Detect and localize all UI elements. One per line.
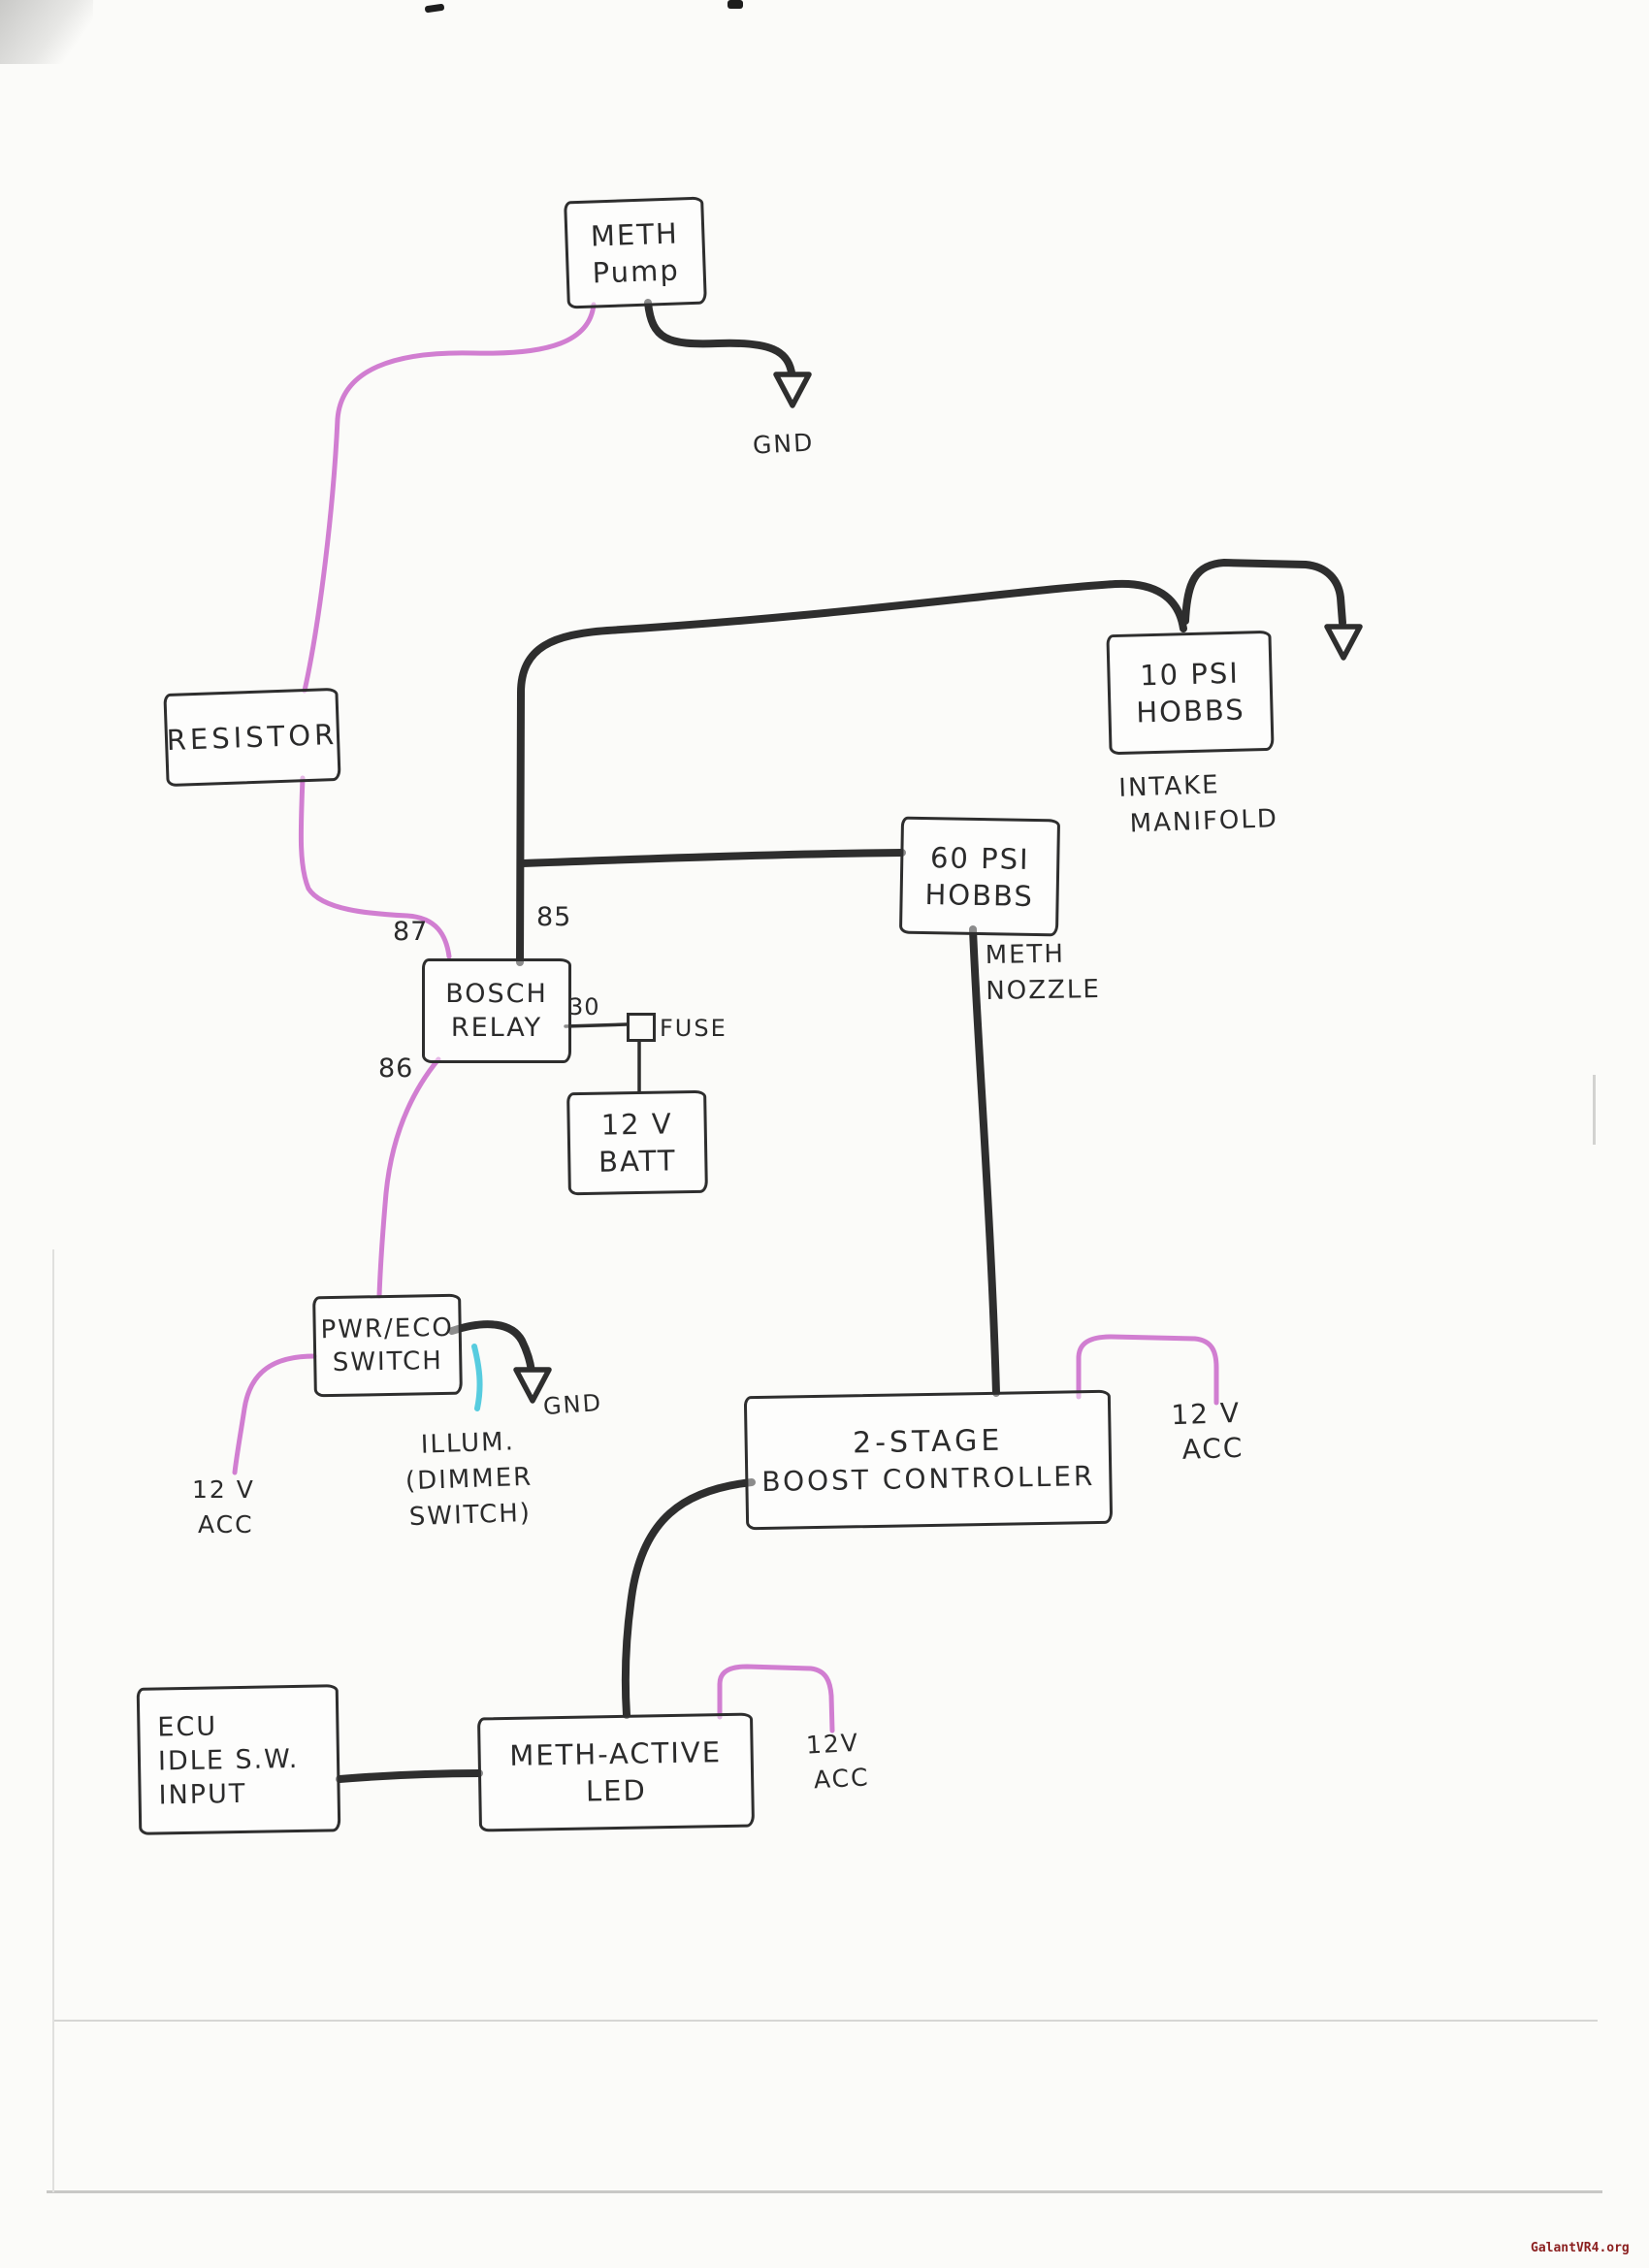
acc-left-line-2: ACC — [198, 1510, 254, 1539]
relay85-to-hobbs10-wire — [516, 579, 1187, 966]
acc-right-line-2: ACC — [1181, 1431, 1245, 1466]
relay-pin-87: 87 — [393, 917, 429, 947]
hobbs-60psi-label-2: HOBBS — [924, 877, 1035, 913]
meth-nozzle-caption-1: METH — [985, 939, 1066, 971]
hobbs-10psi-label-2: HOBBS — [1135, 693, 1246, 729]
gnd-label-switch: GND — [542, 1388, 603, 1421]
paper-edge-line — [47, 2190, 1602, 2193]
paper-edge-line — [53, 2020, 1598, 2022]
paper-edge-line — [1593, 1075, 1596, 1145]
bosch-relay-label-2: RELAY — [450, 1013, 543, 1043]
hobbs60-to-boost-wire — [969, 925, 1000, 1397]
ecu-label-1: ECU — [157, 1710, 218, 1742]
relay-pin-85: 85 — [536, 902, 572, 932]
hobbs-10psi-label-1: 10 PSI — [1139, 656, 1241, 693]
meth-pump-box: METH Pump — [564, 196, 707, 309]
hobbs-60psi-box: 60 PSI HOBBS — [898, 816, 1061, 937]
pwr-eco-label-2: SWITCH — [332, 1346, 444, 1377]
relay-to-hobbs60-wire — [519, 849, 906, 867]
fuse-label: FUSE — [660, 1015, 728, 1042]
switch-to-acc-wire — [232, 1353, 317, 1475]
gnd-arrow-switch — [513, 1367, 552, 1404]
scan-mark — [728, 0, 743, 9]
acc-label-left: 12 V ACC — [192, 1473, 255, 1542]
illum-caption-3: SWITCH) — [408, 1498, 533, 1533]
pwr-eco-switch-box: PWR/ECO SWITCH — [312, 1293, 463, 1398]
boost-controller-label-2: BOOST CONTROLLER — [761, 1459, 1096, 1498]
illum-caption-2: (DIMMER — [404, 1462, 534, 1497]
pwr-eco-label-1: PWR/ECO — [320, 1312, 455, 1345]
ecu-input-box: ECU IDLE S.W. INPUT — [136, 1684, 341, 1835]
acc-led-line-2: ACC — [813, 1763, 871, 1795]
illum-dimmer-caption: ILLUM. (DIMMER SWITCH) — [404, 1424, 534, 1537]
meth-led-label-2: LED — [585, 1773, 648, 1808]
relay30-to-fuse-wire — [564, 1022, 629, 1028]
fuse-symbol — [627, 1013, 656, 1042]
meth-active-led-box: METH-ACTIVE LED — [476, 1712, 756, 1832]
ecu-label-2: IDLE S.W. — [157, 1743, 300, 1776]
intake-manifold-caption-1: INTAKE — [1117, 770, 1221, 803]
switch-to-gnd-wire — [448, 1320, 535, 1376]
led-to-acc-wire — [717, 1664, 835, 1733]
battery-label-1: 12 V — [600, 1107, 673, 1142]
boost-controller-box: 2-STAGE BOOST CONTROLLER — [743, 1389, 1114, 1531]
hobbs-60psi-label-1: 60 PSI — [929, 840, 1030, 876]
meth-nozzle-caption-2: NOZZLE — [986, 974, 1102, 1007]
battery-box: 12 V BATT — [566, 1089, 708, 1196]
hobbs10-to-gnd-wire — [1181, 559, 1346, 627]
boost-controller-label-1: 2-STAGE — [852, 1423, 1004, 1461]
relay-pin-86: 86 — [378, 1053, 414, 1084]
illum-caption-1: ILLUM. — [420, 1427, 516, 1460]
paper-edge-line — [52, 1249, 54, 2192]
site-watermark: GalantVR4.org — [1531, 2241, 1630, 2255]
acc-label-right: 12 V ACC — [1171, 1396, 1245, 1469]
boost-to-led-wire — [621, 1478, 756, 1719]
acc-left-line-1: 12 V — [192, 1475, 255, 1504]
gnd-label-pump: GND — [752, 428, 816, 460]
relay86-to-switch-wire — [376, 1056, 441, 1299]
resistor-to-relay-wire — [298, 775, 452, 959]
intake-manifold-caption: INTAKE MANIFOLD — [1118, 765, 1279, 843]
acc-right-line-1: 12 V — [1170, 1396, 1242, 1432]
pump-to-gnd-wire — [644, 299, 795, 376]
resistor-box: RESISTOR — [163, 687, 341, 788]
meth-nozzle-caption: METH NOZZLE — [985, 936, 1101, 1010]
boost-to-acc-wire — [1076, 1334, 1219, 1406]
acc-led-line-1: 12V — [805, 1728, 860, 1760]
intake-manifold-caption-2: MANIFOLD — [1129, 804, 1279, 839]
bosch-relay-box: BOSCH RELAY — [422, 958, 571, 1063]
ecu-label-3: INPUT — [158, 1778, 247, 1810]
bosch-relay-label-1: BOSCH — [445, 979, 548, 1009]
ecu-to-led-wire — [336, 1769, 483, 1783]
meth-pump-label-2: Pump — [592, 252, 681, 290]
hobbs-10psi-box: 10 PSI HOBBS — [1106, 630, 1275, 756]
acc-label-led: 12V ACC — [805, 1725, 870, 1798]
illumination-wire — [471, 1344, 483, 1411]
gnd-arrow-pump — [773, 372, 812, 408]
relay-pin-30: 30 — [568, 993, 600, 1021]
resistor-label: RESISTOR — [166, 717, 339, 758]
meth-pump-label-1: METH — [590, 215, 680, 253]
gnd-arrow-manifold — [1324, 624, 1363, 661]
pump-to-resistor-wire — [302, 302, 597, 694]
battery-label-2: BATT — [598, 1144, 677, 1179]
scan-shadow-top-left — [0, 0, 93, 64]
meth-led-label-1: METH-ACTIVE — [509, 1735, 723, 1772]
